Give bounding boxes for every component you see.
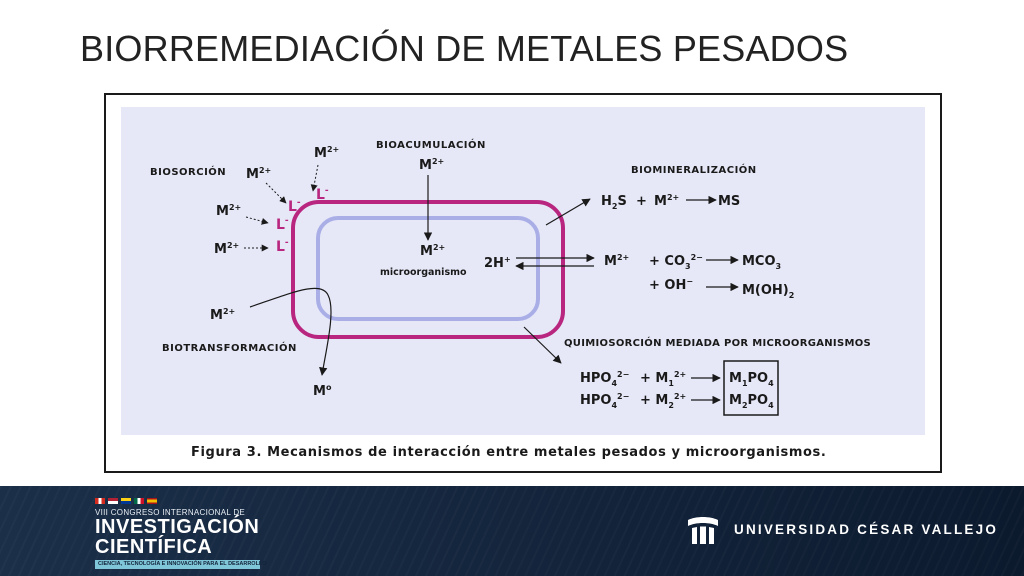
label-bioacumulacion: BIOACUMULACIÓN [376,138,486,151]
label-biomineralizacion: BIOMINERALIZACIÓN [631,163,757,176]
svg-text:+ CO32−: + CO32− [649,253,703,271]
metal-ion-biosorcion-top: M2+ [314,145,339,161]
congreso-title-line2: CIENTÍFICA [95,536,213,558]
university-name: UNIVERSIDAD CÉSAR VALLEJO [734,522,999,537]
svg-text:MCO3: MCO3 [742,254,781,271]
reaction-hpo4-m2: HPO42− + M22+ [580,392,721,410]
label-biosorcion: BIOSORCIÓN [150,165,226,178]
congreso-subtitle-bar [95,560,260,569]
product-m1po4: M1PO4 [729,371,774,388]
products-box [723,360,779,416]
ligand-1: L- [288,198,301,215]
ligand-3: L- [276,238,289,255]
svg-text:HPO42−: HPO42− [580,392,629,410]
zero-valent-metal: Mo [313,383,332,399]
metal-ion-bioacumulacion: M2+ [419,157,444,173]
svg-text:M2+: M2+ [654,193,679,209]
mechanisms-diagram: BIOACUMULACIÓN BIOSORCIÓN BIOMINERALIZAC… [121,107,925,460]
metal-ion-biosorcion-2: M2+ [216,203,241,219]
figure-frame: BIOACUMULACIÓN BIOSORCIÓN BIOMINERALIZAC… [104,93,942,473]
arrow-to-biomineralizacion [545,198,591,226]
svg-text:+ M12+: + M12+ [640,370,686,388]
metal-ion-internal: M2+ [420,243,445,259]
svg-text:+ M22+: + M22+ [640,392,686,410]
congreso-title-line1: INVESTIGACIÓN [95,516,260,538]
reaction-oh: + OH− M(OH)2 [649,277,794,300]
figure-caption: Figura 3. Mecanismos de interacción entr… [191,445,826,460]
svg-text:+: + [636,194,647,209]
arrow-to-quimiosorcion [523,326,562,364]
congreso-logo: VIII CONGRESO INTERNACIONAL DE INVESTIGA… [95,498,275,569]
ucv-logo-icon [688,517,718,544]
svg-text:H2S: H2S [601,194,627,211]
diagram-panel [121,107,925,435]
ligand-top: L- [316,186,329,203]
reaction-hpo4-m1: HPO42− + M12+ [580,370,721,388]
label-quimiosorcion: QUIMIOSORCIÓN MEDIADA POR MICROORGANISMO… [564,336,871,349]
metal-ion-biosorcion-1: M2+ [246,166,271,182]
reaction-co3: M2+ + CO32− MCO3 [604,253,781,271]
svg-text:+ OH−: + OH− [649,277,693,293]
arrow-biosorcion-top [310,164,319,192]
slide-title: BIORREMEDIACIÓN DE METALES PESADOS [80,28,849,69]
metal-ion-biosorcion-3: M2+ [214,241,239,257]
label-biotransformacion: BIOTRANSFORMACIÓN [162,341,297,354]
reaction-h2s: H2S + M2+ MS [601,193,740,211]
svg-text:M2+: M2+ [604,253,629,269]
footer-band: VIII CONGRESO INTERNACIONAL DE INVESTIGA… [0,486,1024,576]
product-m2po4: M2PO4 [729,393,774,410]
label-microorganismo: microorganismo [380,267,467,278]
arrow-biosorcion-1 [265,182,287,204]
svg-text:HPO42−: HPO42− [580,370,629,388]
proton-label: 2H+ [484,255,511,271]
svg-text:MS: MS [718,194,740,209]
svg-text:M(OH)2: M(OH)2 [742,283,794,300]
arrow-biotransformacion [249,287,332,376]
ligand-2: L- [276,216,289,233]
flags-icon [95,498,157,504]
metal-ion-biotransformacion: M2+ [210,307,235,323]
congreso-subtitle: CIENCIA, TECNOLOGÍA E INNOVACIÓN PARA EL… [98,561,267,567]
congreso-top-text: VIII CONGRESO INTERNACIONAL DE [95,508,246,517]
